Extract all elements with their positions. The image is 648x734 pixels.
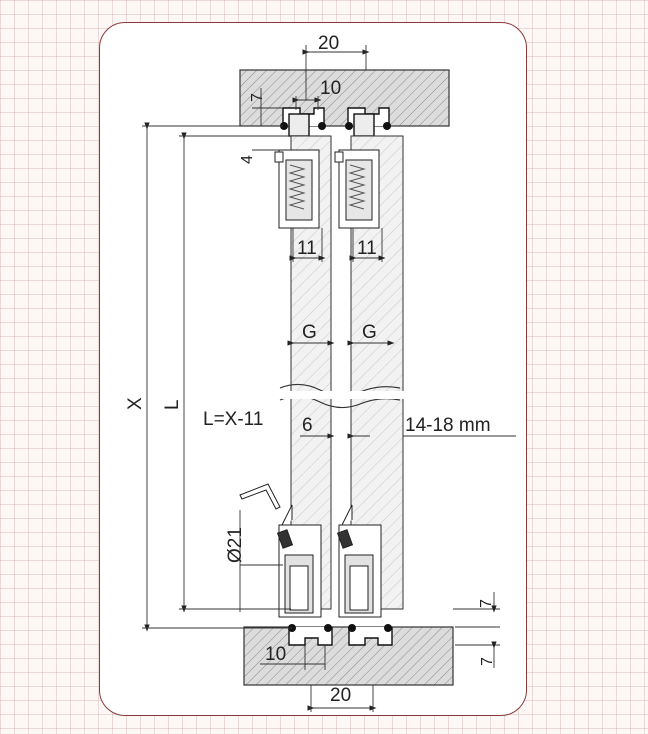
l-dimension-label: L — [162, 399, 183, 410]
top-guide-left — [274, 149, 320, 229]
formula-label: L=X-11 — [203, 409, 263, 430]
gap-label: 6 — [302, 415, 313, 436]
top-rail — [239, 69, 450, 127]
roller-icon — [345, 122, 353, 130]
top-width-label: 20 — [318, 33, 339, 54]
allen-key-icon — [239, 483, 281, 510]
g-left-label: G — [302, 322, 317, 343]
top-gap-label: 4 — [239, 155, 256, 164]
roller-icon — [280, 122, 288, 130]
bottom-width-label: 20 — [330, 685, 351, 706]
thickness-label: 14-18 mm — [405, 415, 491, 436]
top-guide-right — [334, 149, 380, 229]
gauge-left-label: 11 — [297, 238, 317, 259]
x-dimension-label: X — [125, 397, 146, 410]
roller-icon — [318, 122, 326, 130]
roller-icon — [383, 122, 391, 130]
bottom-roller-right — [336, 504, 382, 618]
roller-icon — [324, 624, 332, 632]
roller-icon — [348, 624, 356, 632]
g-right-label: G — [362, 322, 377, 343]
roller-icon — [384, 624, 392, 632]
top-track-right — [347, 107, 390, 137]
bottom-7a-label: 7 — [478, 599, 495, 608]
bottom-roller-left — [276, 504, 322, 618]
gauge-right-label: 11 — [357, 238, 377, 259]
bottom-track-left — [288, 627, 333, 646]
bottom-7b-label: 7 — [479, 657, 496, 666]
bottom-inner-label: 10 — [265, 644, 286, 665]
top-offset-label: 7 — [249, 93, 266, 102]
diameter-label: Ø21 — [225, 527, 246, 563]
top-inner-label: 10 — [320, 78, 341, 99]
bottom-track-right — [348, 627, 393, 646]
